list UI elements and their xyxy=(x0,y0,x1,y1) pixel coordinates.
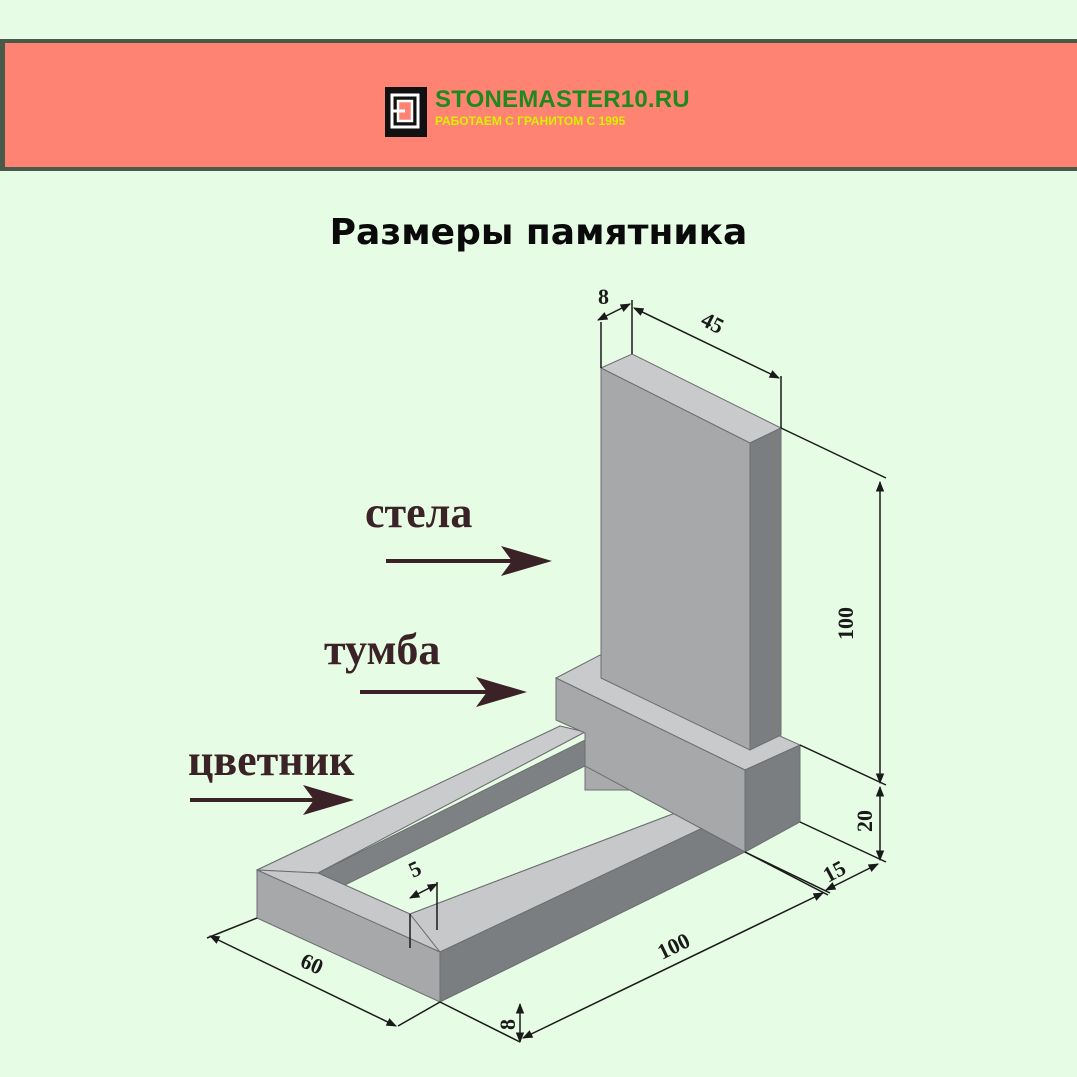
arrow-tumba xyxy=(360,677,527,707)
dim-tsvetnik-width: 60 xyxy=(297,948,327,980)
label-tsvetnik: цветник xyxy=(188,736,355,785)
dimension-lines xyxy=(206,300,887,1044)
arrow-tsvetnik xyxy=(190,785,354,815)
dim-stela-thickness: 8 xyxy=(598,284,609,309)
dim-stela-height: 100 xyxy=(833,607,858,640)
stela-shape xyxy=(599,353,783,751)
label-stela: стела xyxy=(365,488,472,537)
dim-stela-width: 45 xyxy=(697,307,728,339)
arrow-stela xyxy=(386,546,552,576)
dim-tumba-depth: 15 xyxy=(819,855,850,887)
brand-name: STONEMASTER10.RU xyxy=(435,86,690,113)
dim-tsvetnik-wall: 5 xyxy=(405,855,426,882)
dim-tumba-height: 20 xyxy=(852,810,877,832)
page-title: Размеры памятника xyxy=(329,212,748,253)
dim-tsvetnik-height: 8 xyxy=(495,1019,520,1030)
brand-tagline: РАБОТАЕМ С ГРАНИТОМ С 1995 xyxy=(435,114,626,128)
site-header: STONEMASTER10.RU РАБОТАЕМ С ГРАНИТОМ С 1… xyxy=(0,39,1077,171)
stonemaster-logo-icon xyxy=(385,87,427,137)
label-tumba: тумба xyxy=(324,625,440,674)
